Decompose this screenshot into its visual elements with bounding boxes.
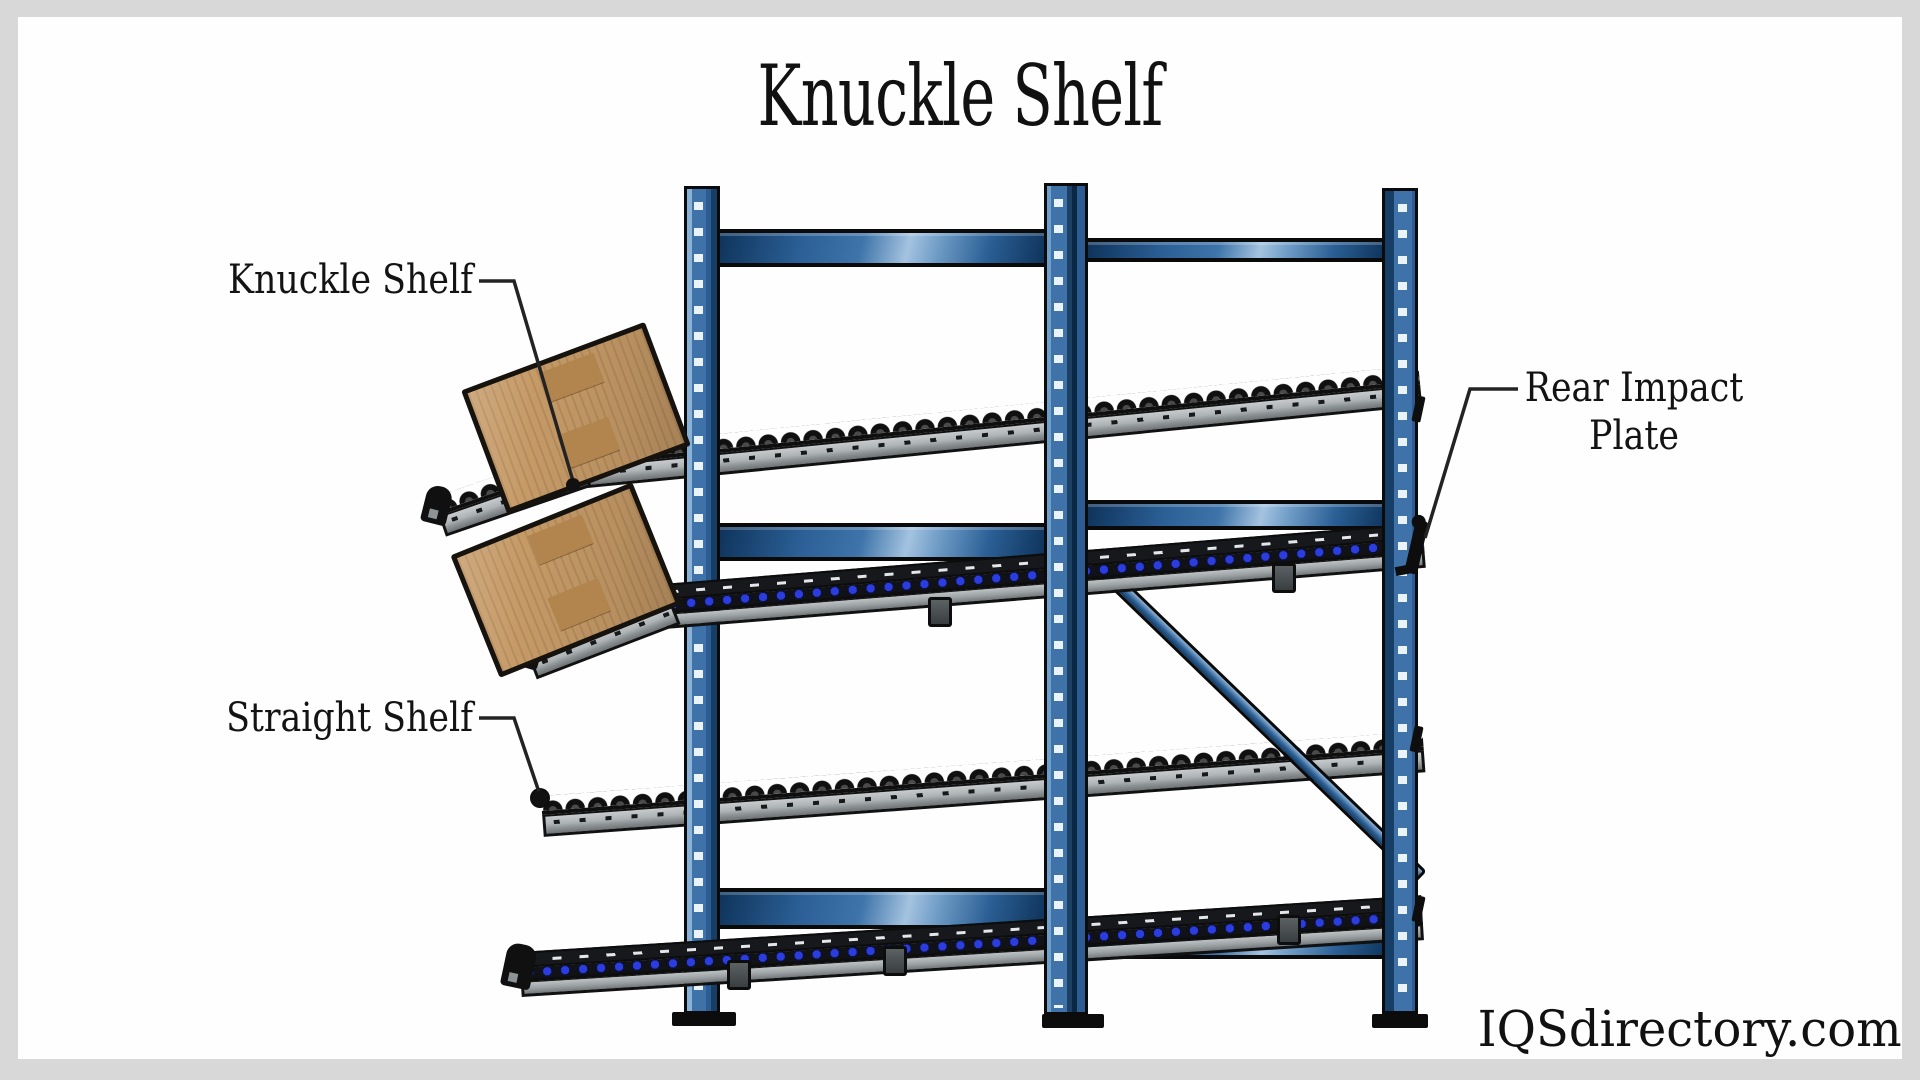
label-rear-impact-plate: Rear Impact Plate [1524, 365, 1744, 459]
leader-dot [566, 478, 580, 492]
post-foot [672, 1012, 736, 1026]
watermark: IQSdirectory.com [1478, 1000, 1902, 1058]
leader-dot [532, 791, 548, 807]
diagram-title: Knuckle Shelf [757, 47, 1164, 145]
label-straight-shelf: Straight Shelf [226, 695, 473, 741]
upright-post-right [1382, 188, 1418, 1014]
mid-rear-beam [1082, 500, 1392, 530]
post-foot [1372, 1014, 1428, 1028]
diagram-canvas: Knuckle Shelf Knuckle Shelf Straight She… [18, 17, 1902, 1059]
mid-front-beam [712, 523, 1050, 561]
top-rear-beam [1082, 238, 1390, 262]
lane-bracket [727, 960, 751, 990]
lane-bracket [1272, 563, 1296, 593]
leader-lines [479, 279, 1518, 807]
leader-straight-shelf [479, 716, 542, 796]
lane-bracket [883, 946, 907, 976]
label-knuckle-shelf: Knuckle Shelf [227, 257, 473, 303]
leader-rear-impact-plate [1423, 387, 1518, 539]
post-foot [1042, 1014, 1104, 1028]
lane-bracket [1277, 915, 1301, 945]
leader-knuckle-shelf [479, 279, 575, 482]
upright-post-middle [1044, 183, 1088, 1015]
rack-illustration [18, 17, 1902, 1059]
lane-bracket [928, 597, 952, 627]
